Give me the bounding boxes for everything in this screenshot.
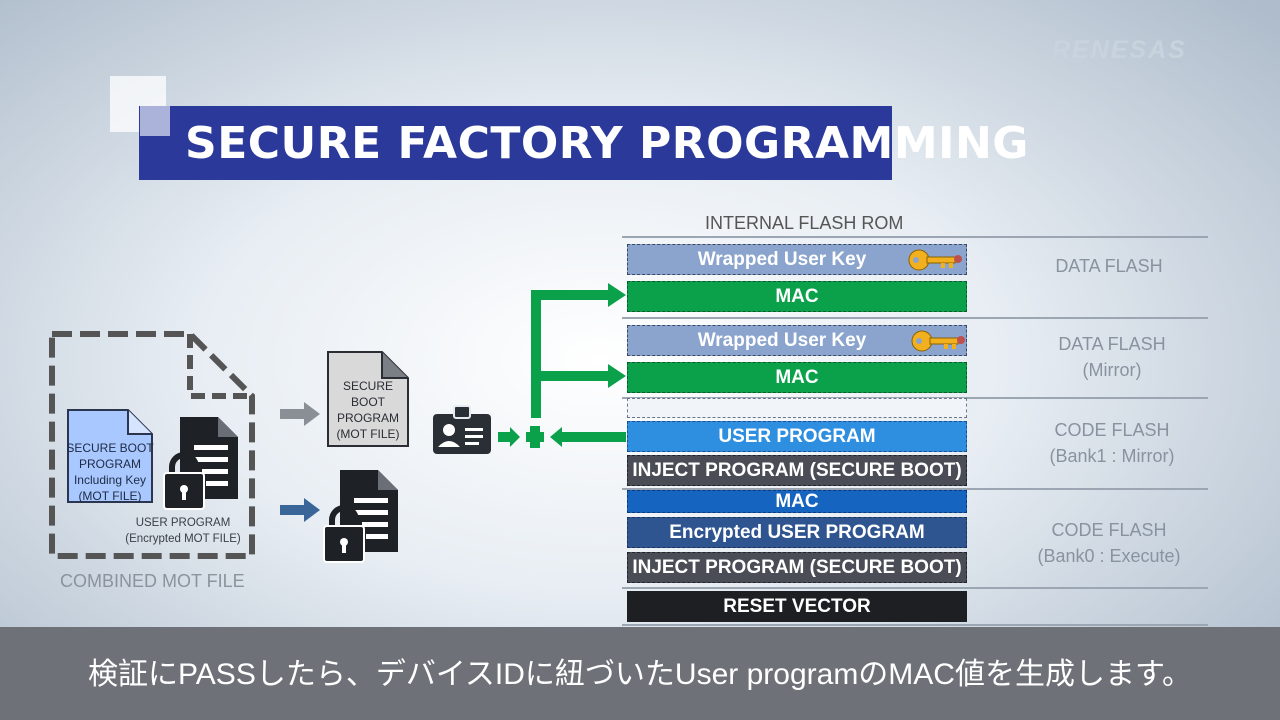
lock-document-icon — [323, 470, 398, 563]
block-label: INJECT PROGRAM (SECURE BOOT) — [632, 556, 962, 578]
combined-mot-label: COMBINED MOT FILE — [60, 571, 245, 591]
mac-block: MAC — [627, 281, 967, 312]
doc-line: (MOT FILE) — [336, 427, 400, 441]
label-line: (Encrypted MOT FILE) — [125, 533, 241, 545]
block-label: MAC — [775, 285, 819, 307]
region-line: DATA FLASH — [1058, 334, 1166, 354]
doc-line: BOOT — [350, 395, 385, 409]
combined-file-outline — [49, 331, 255, 559]
block-label: RESET VECTOR — [723, 595, 871, 617]
flash-divider — [622, 624, 1208, 626]
secure-boot-program-label: SECURE BOOT PROGRAM (MOT FILE) — [326, 378, 410, 442]
renesas-logo: RENESAS — [1052, 36, 1187, 64]
key-icon — [911, 330, 965, 352]
doc-line: SECURE BOOT — [66, 441, 154, 455]
user-program-block: USER PROGRAM — [627, 421, 967, 452]
green-connector-mid — [531, 371, 611, 381]
mac-block-bank0: MAC — [627, 490, 967, 513]
empty-block — [627, 398, 967, 418]
region-label-data-flash-mirror: DATA FLASH (Mirror) — [1012, 331, 1212, 383]
doc-line: Including Key — [73, 473, 147, 487]
page-title: SECURE FACTORY PROGRAMMING — [185, 118, 1029, 169]
flash-divider — [622, 236, 1208, 238]
doc-line: (MOT FILE) — [78, 489, 142, 503]
region-line: (Mirror) — [1082, 360, 1142, 380]
flash-divider — [622, 317, 1208, 319]
arrow-right-icon — [608, 364, 626, 388]
region-label-code-flash-bank1: CODE FLASH (Bank1 : Mirror) — [1012, 417, 1212, 469]
reset-vector-block: RESET VECTOR — [627, 591, 967, 622]
region-line: CODE FLASH — [1051, 520, 1167, 540]
doc-line: PROGRAM — [336, 411, 399, 425]
arrow-right-icon — [280, 402, 320, 426]
block-label: Encrypted USER PROGRAM — [669, 521, 925, 543]
block-label: MAC — [775, 366, 819, 388]
block-label: Wrapped User Key — [697, 329, 867, 351]
id-card-icon — [433, 405, 491, 454]
decor-square-small — [140, 106, 170, 136]
region-line: DATA FLASH — [1055, 256, 1163, 276]
region-line: (Bank0 : Execute) — [1037, 546, 1181, 566]
block-label: USER PROGRAM — [718, 425, 876, 447]
flash-divider — [622, 587, 1208, 589]
flash-rom-title: INTERNAL FLASH ROM — [705, 213, 904, 233]
inject-program-block-bank0: INJECT PROGRAM (SECURE BOOT) — [627, 552, 967, 583]
secure-boot-doc-label: SECURE BOOT PROGRAM Including Key (MOT F… — [66, 440, 154, 504]
caption-bar — [0, 627, 1280, 720]
arrow-right-icon — [608, 283, 626, 307]
wrapped-user-key-block-mirror: Wrapped User Key — [627, 325, 967, 356]
block-label: MAC — [775, 490, 819, 512]
region-label-data-flash: DATA FLASH — [1009, 253, 1209, 279]
mac-block-mirror: MAC — [627, 362, 967, 393]
secure-boot-doc-icon — [67, 409, 153, 503]
flash-divider — [622, 488, 1208, 490]
block-label: INJECT PROGRAM (SECURE BOOT) — [632, 459, 962, 481]
region-label-code-flash-bank0: CODE FLASH (Bank0 : Execute) — [1009, 517, 1209, 569]
lock-document-icon — [163, 417, 238, 510]
doc-line: SECURE — [342, 379, 393, 393]
green-connector-vertical — [531, 290, 541, 418]
inject-program-block-bank1: INJECT PROGRAM (SECURE BOOT) — [627, 455, 967, 486]
subtitle-caption: 検証にPASSしたら、デバイスIDに紐づいたUser programのMAC値を… — [88, 658, 1192, 691]
plus-connector — [498, 426, 626, 448]
secure-boot-program-doc-icon — [327, 351, 409, 447]
doc-line: PROGRAM — [78, 457, 141, 471]
label-line: USER PROGRAM — [135, 517, 231, 529]
title-bar — [139, 106, 892, 180]
key-icon — [908, 249, 962, 271]
region-line: (Bank1 : Mirror) — [1049, 446, 1175, 466]
region-line: CODE FLASH — [1054, 420, 1170, 440]
encrypted-user-program-block: Encrypted USER PROGRAM — [627, 517, 967, 548]
arrow-right-icon — [280, 498, 320, 522]
green-connector-top — [531, 290, 611, 300]
user-program-label: USER PROGRAM (Encrypted MOT FILE) — [113, 515, 253, 547]
block-label: Wrapped User Key — [697, 248, 867, 270]
